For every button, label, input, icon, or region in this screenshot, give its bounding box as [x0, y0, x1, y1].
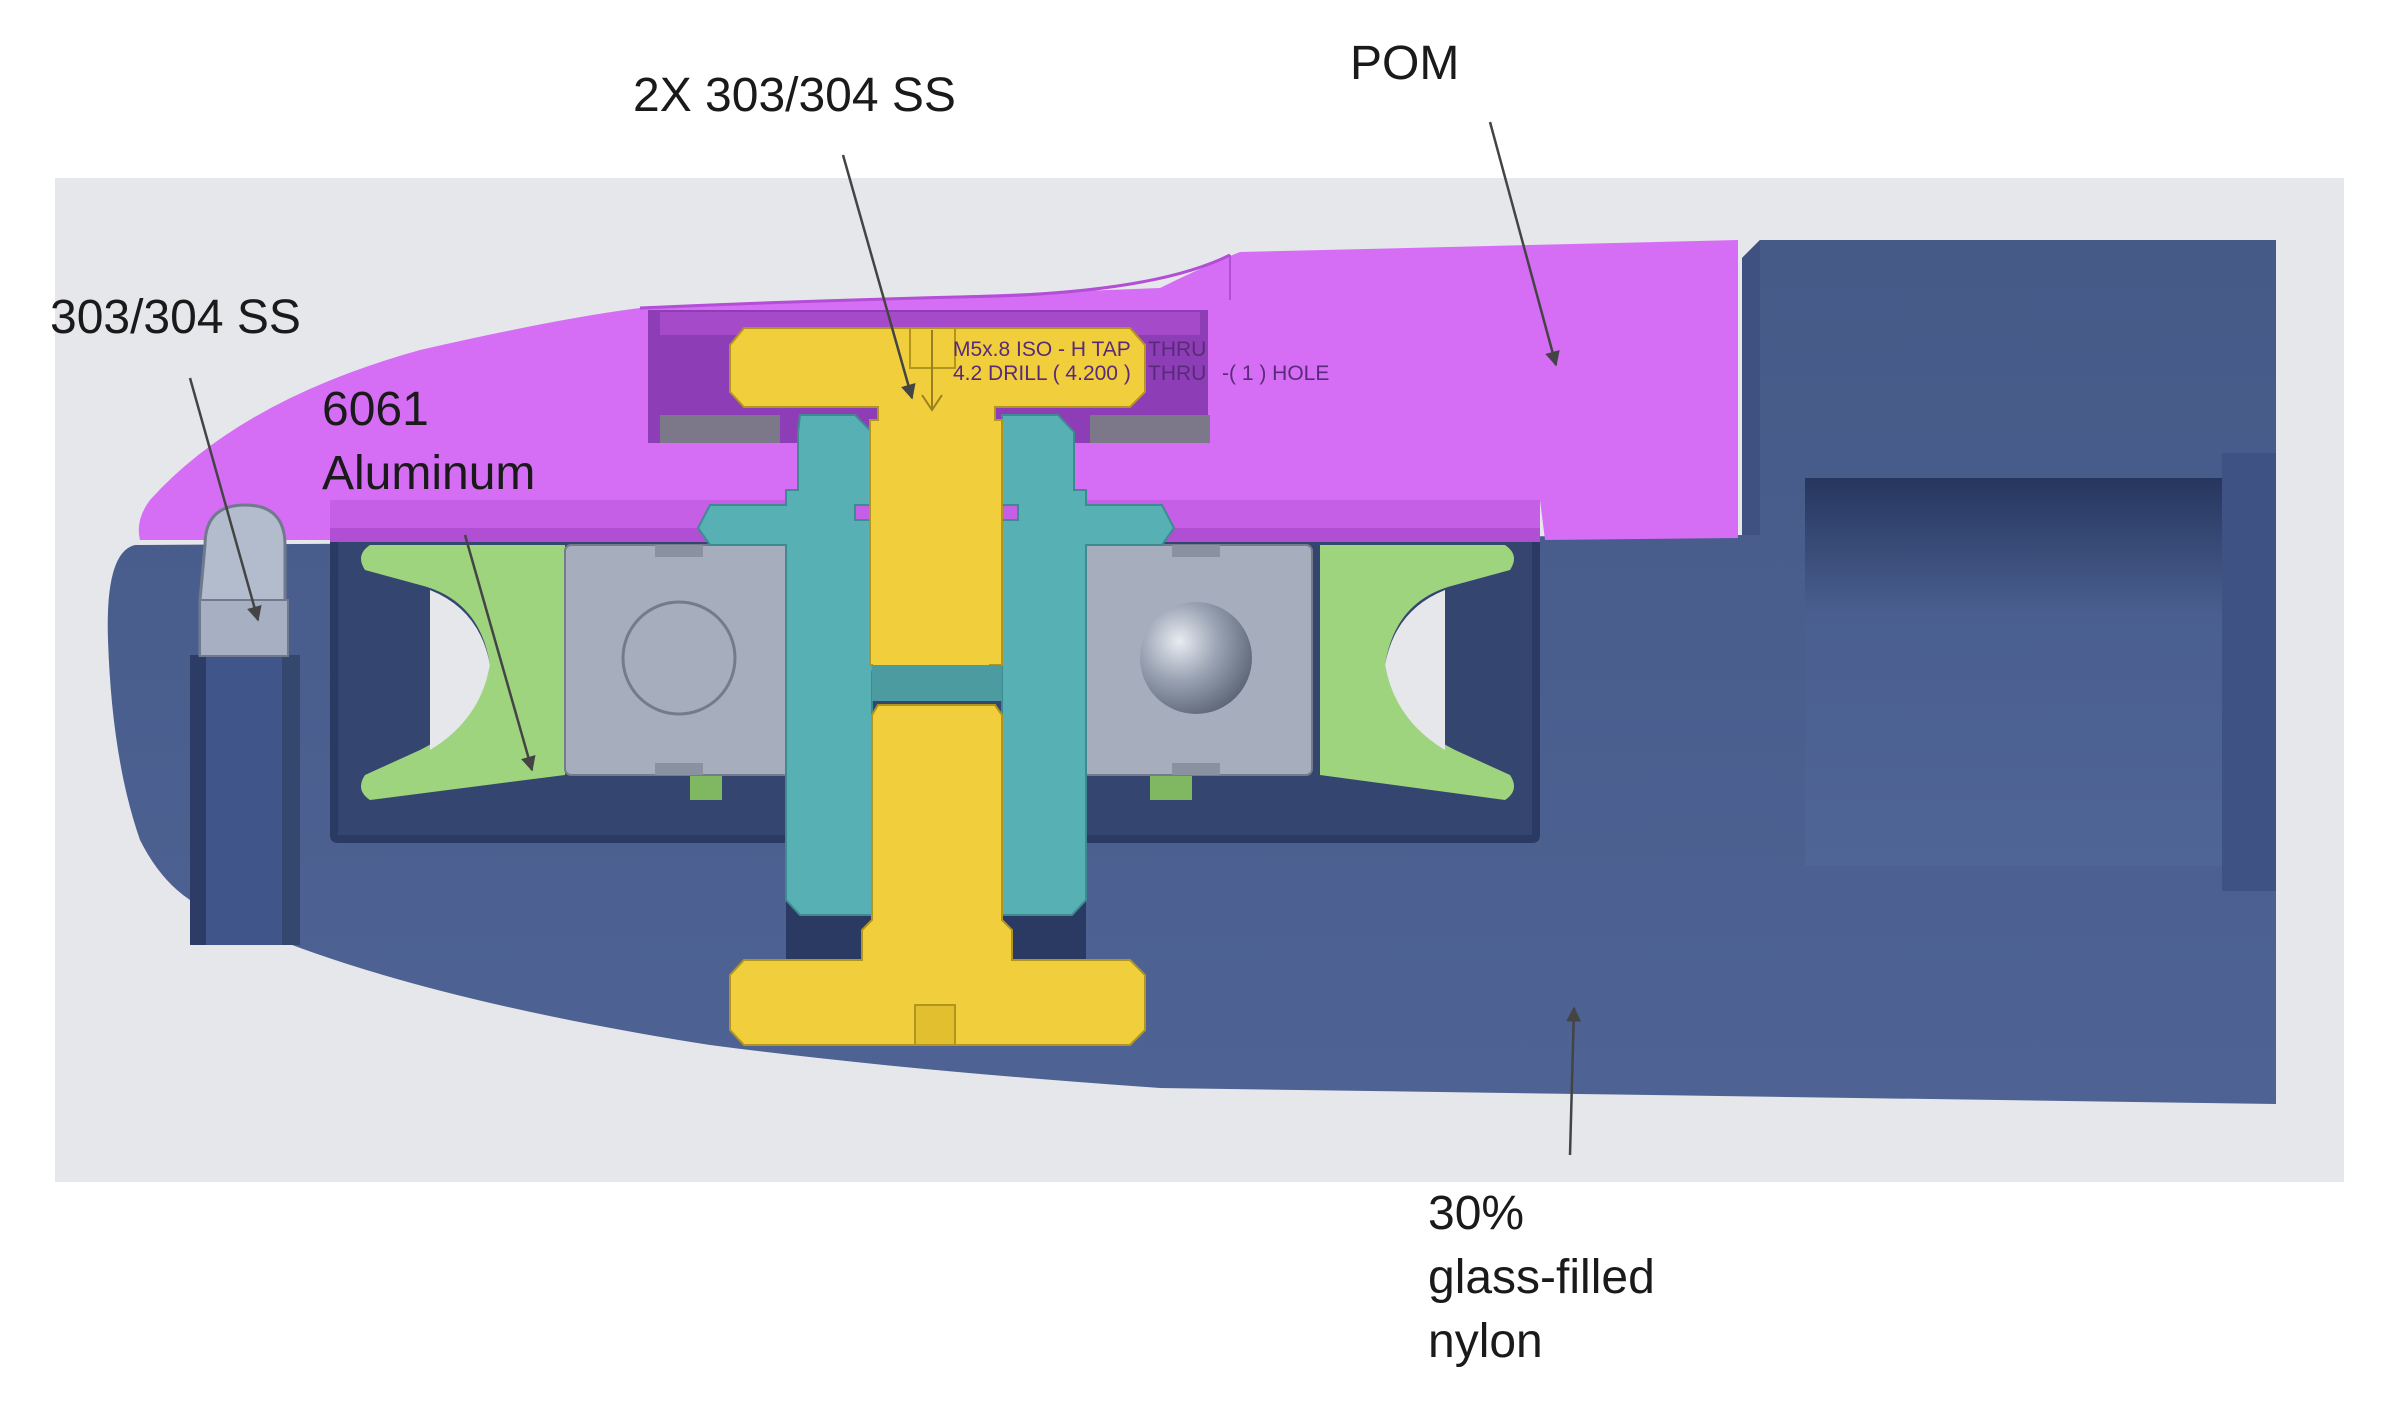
- label-cover-material: POM: [1350, 37, 1460, 90]
- drill-note: 4.2 DRILL ( 4.200 ): [953, 362, 1131, 385]
- bearing-ball: [1140, 602, 1252, 714]
- bushing-right: [1001, 414, 1176, 916]
- leader-lines: [188, 121, 1582, 1156]
- label-body-material: 30% glass-filled nylon: [1428, 1182, 1655, 1374]
- pulley-material-line1: 6061: [322, 383, 429, 436]
- hole-count: -( 1 ) HOLE: [1222, 362, 1329, 385]
- side-bore: [1805, 478, 2225, 866]
- body-material-line3: nylon: [1428, 1315, 1543, 1368]
- body-material-line2: glass-filled: [1428, 1251, 1655, 1304]
- latch-pin: [198, 503, 289, 657]
- tap-thru: THRU: [1148, 338, 1206, 361]
- body-material-line1: 30%: [1428, 1187, 1525, 1240]
- aluminum-pulley: [361, 545, 1514, 800]
- drill-thru: THRU: [1148, 362, 1206, 385]
- label-pin-material: 2X 303/304 SS: [633, 69, 956, 122]
- bearing-right: [1081, 544, 1313, 776]
- label-pulley-material: 6061 Aluminum: [322, 378, 535, 506]
- pin-leader: [841, 154, 916, 400]
- bearing-left: [564, 544, 794, 776]
- pom-leader: [1488, 121, 1560, 367]
- latch-leader: [188, 377, 262, 622]
- pin-gap: [872, 665, 1002, 701]
- pulley-material-line2: Aluminum: [322, 447, 536, 500]
- label-latch-material: 303/304 SS: [50, 291, 301, 344]
- body-leader: [1566, 1006, 1582, 1156]
- steel-pin-bottom: [729, 704, 1146, 1046]
- pulley-leader: [463, 534, 536, 772]
- tap-note: M5x.8 ISO - H TAP: [953, 338, 1131, 361]
